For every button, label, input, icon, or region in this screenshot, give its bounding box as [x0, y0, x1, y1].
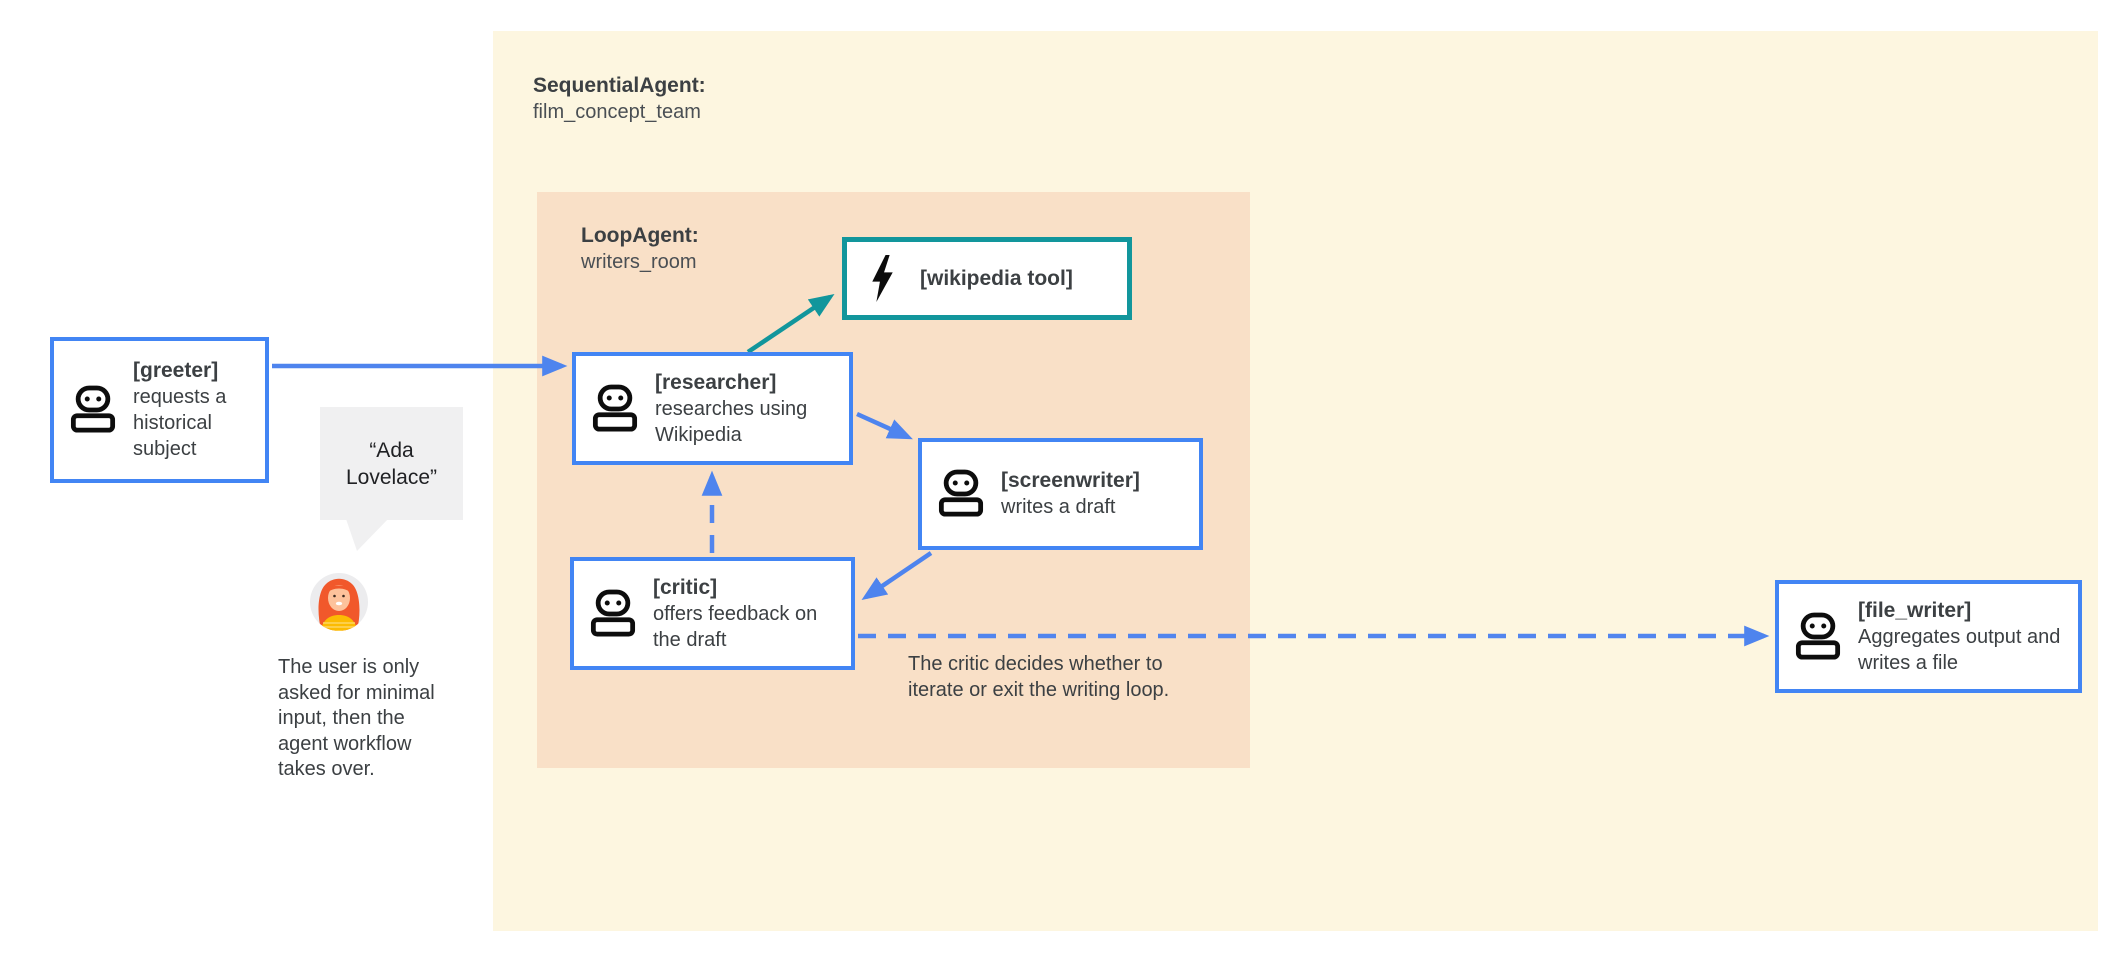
node-label: [greeter] — [133, 359, 219, 382]
loop-agent-label: LoopAgent: writers_room — [581, 222, 699, 276]
speech-bubble-tail — [345, 516, 391, 551]
robot-icon — [938, 469, 984, 519]
loop-agent-title: LoopAgent: — [581, 224, 699, 247]
node-greeter: [greeter] requests a historical subject — [50, 337, 269, 483]
node-label: [researcher] — [655, 370, 777, 394]
node-wikipedia-tool: [wikipedia tool] — [842, 237, 1132, 320]
node-description: requests a historical subject — [133, 386, 227, 460]
user-quote: “Ada Lovelace” — [345, 438, 438, 489]
node-label: [screenwriter] — [1001, 469, 1140, 492]
robot-icon — [590, 589, 636, 639]
sequential-agent-label: SequentialAgent: film_concept_team — [533, 72, 706, 126]
node-label: [critic] — [653, 575, 718, 599]
user-note: The user is only asked for minimal input… — [278, 656, 435, 780]
node-researcher: [researcher] researches using Wikipedia — [572, 352, 853, 465]
robot-icon — [592, 384, 638, 434]
node-description: Aggregates output and writes a file — [1858, 625, 2061, 674]
lightning-icon — [869, 255, 896, 302]
node-screenwriter: [screenwriter] writes a draft — [918, 438, 1203, 550]
node-label: [wikipedia tool] — [920, 266, 1073, 290]
loop-agent-name: writers_room — [581, 251, 697, 273]
speech-bubble: “Ada Lovelace” — [320, 407, 463, 520]
node-file-writer: [file_writer] Aggregates output and writ… — [1775, 580, 2082, 693]
robot-icon — [70, 385, 116, 435]
critic-note: The critic decides whether to iterate or… — [908, 653, 1170, 701]
sequential-agent-name: film_concept_team — [533, 101, 701, 123]
node-critic: [critic] offers feedback on the draft — [570, 557, 855, 670]
node-description: researches using Wikipedia — [655, 397, 808, 446]
node-label: [file_writer] — [1858, 598, 1972, 622]
node-description: offers feedback on the draft — [653, 602, 818, 651]
user-avatar — [309, 572, 369, 632]
node-description: writes a draft — [1001, 496, 1116, 518]
robot-icon — [1795, 612, 1841, 662]
sequential-agent-title: SequentialAgent: — [533, 74, 706, 97]
